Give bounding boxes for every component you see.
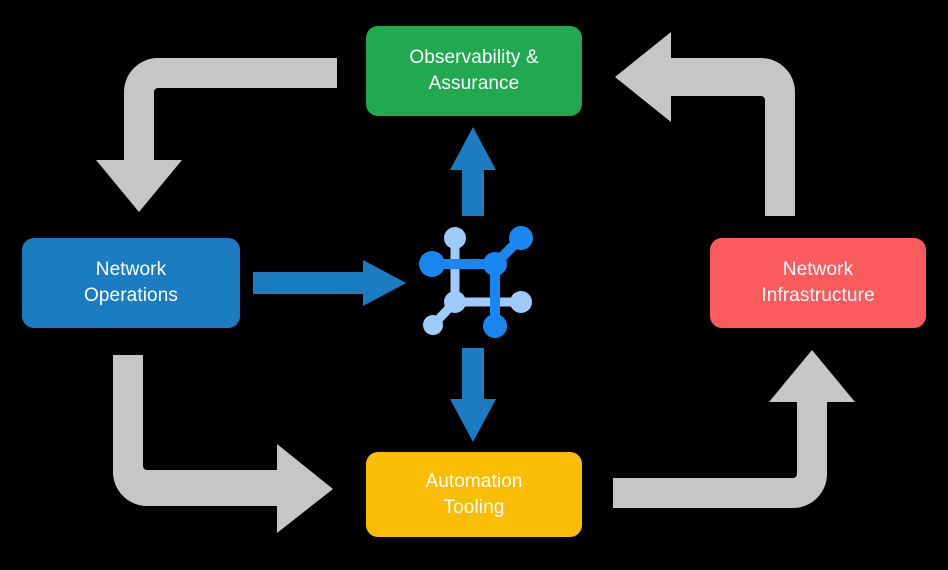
node-box-network-infrastructure[interactable]: Network Infrastructure xyxy=(710,238,926,328)
cycle-arrow-operations-to-automation xyxy=(113,355,333,533)
cycle-arrow-observability-to-operations xyxy=(96,58,337,212)
node-label-observability: Observability & Assurance xyxy=(409,47,539,94)
network-topology-icon xyxy=(419,226,533,338)
hub-arrow-to-automation xyxy=(450,348,496,442)
node-box-network-operations[interactable]: Network Operations xyxy=(22,238,240,328)
hub-arrow-from-operations xyxy=(253,260,406,306)
cycle-arrow-infrastructure-to-observability xyxy=(615,32,795,216)
node-box-observability[interactable]: Observability & Assurance xyxy=(366,26,582,116)
node-label-automation-tooling: Automation Tooling xyxy=(425,470,523,518)
node-label-network-infrastructure: Network Infrastructure xyxy=(761,259,875,306)
node-box-automation-tooling[interactable]: Automation Tooling xyxy=(366,452,582,537)
topology-nodes-primary xyxy=(419,226,533,338)
node-label-network-operations: Network Operations xyxy=(84,259,178,306)
hub-arrow-to-observability xyxy=(450,127,496,216)
cycle-arrow-automation-to-infrastructure xyxy=(613,350,855,508)
topology-nodes-secondary xyxy=(423,227,532,335)
